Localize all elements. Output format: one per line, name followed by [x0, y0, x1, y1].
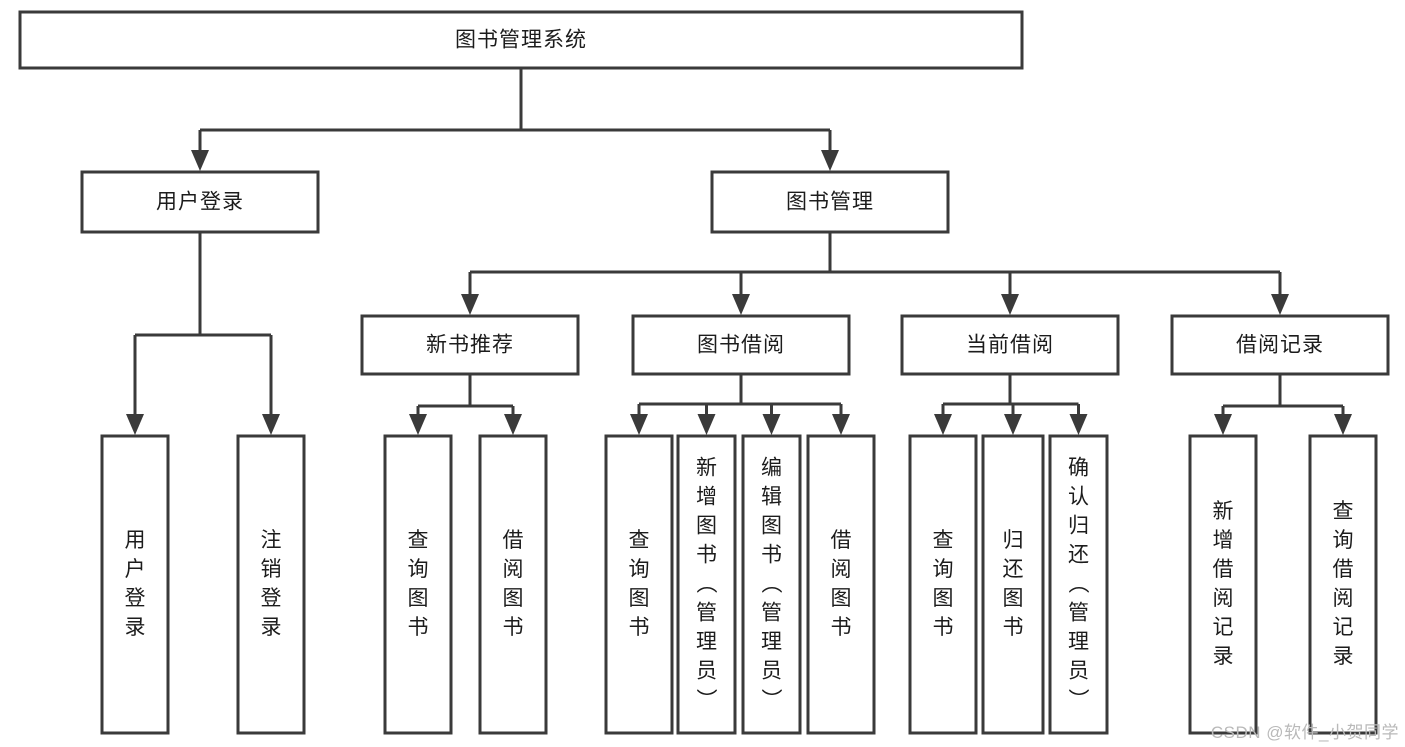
arrow-head-icon	[832, 414, 850, 435]
node-box[interactable]	[80, 170, 320, 234]
node-box[interactable]	[806, 434, 876, 735]
node-borrow[interactable]: 图书借阅	[631, 314, 851, 376]
connector-group-current	[934, 374, 1088, 435]
node-box[interactable]	[981, 434, 1045, 735]
node-box[interactable]	[478, 434, 548, 735]
node-label: 图书管理	[786, 191, 874, 214]
arrow-head-icon	[1334, 414, 1352, 435]
arrow-head-icon	[762, 414, 781, 435]
arrow-head-icon	[732, 294, 750, 315]
node-leaf4[interactable]: 借阅图书	[478, 434, 548, 735]
node-label: 新增图书（管理员）	[696, 457, 718, 712]
node-leaf5[interactable]: 查询图书	[604, 434, 674, 735]
node-leaf8[interactable]: 借阅图书	[806, 434, 876, 735]
node-box[interactable]	[236, 434, 306, 735]
node-label: 用户登录	[125, 529, 146, 639]
node-layer: 图书管理系统用户登录图书管理新书推荐图书借阅当前借阅借阅记录用户登录注销登录查询…	[18, 10, 1390, 735]
arrow-head-icon	[1214, 414, 1232, 435]
connector-group-login	[126, 232, 280, 435]
node-label: 图书借阅	[697, 334, 785, 357]
connector-group-records	[1214, 374, 1352, 435]
node-box[interactable]	[18, 10, 1024, 70]
node-label: 查询图书	[933, 529, 954, 639]
node-label: 图书管理系统	[455, 29, 587, 52]
connector-layer	[126, 68, 1352, 435]
node-label: 借阅图书	[831, 529, 852, 639]
arrow-head-icon	[191, 150, 209, 171]
node-label: 新书推荐	[426, 334, 514, 357]
node-current[interactable]: 当前借阅	[900, 314, 1120, 376]
arrow-head-icon	[821, 150, 839, 171]
arrow-head-icon	[461, 294, 479, 315]
node-box[interactable]	[676, 434, 737, 735]
node-bookmgmt[interactable]: 图书管理	[710, 170, 950, 234]
arrow-head-icon	[697, 414, 716, 435]
node-leaf1[interactable]: 用户登录	[100, 434, 170, 735]
node-leaf7[interactable]: 编辑图书（管理员）	[741, 434, 802, 735]
node-leaf10[interactable]: 归还图书	[981, 434, 1045, 735]
connector-group-root	[191, 68, 839, 171]
node-newbook[interactable]: 新书推荐	[360, 314, 580, 376]
node-label: 用户登录	[156, 191, 244, 214]
node-label: 查询图书	[408, 529, 429, 639]
node-box[interactable]	[604, 434, 674, 735]
node-root[interactable]: 图书管理系统	[18, 10, 1024, 70]
node-login[interactable]: 用户登录	[80, 170, 320, 234]
node-box[interactable]	[1048, 434, 1109, 735]
node-leaf3[interactable]: 查询图书	[383, 434, 453, 735]
node-leaf13[interactable]: 查询借阅记录	[1308, 434, 1378, 735]
node-label: 查询图书	[629, 529, 650, 639]
node-box[interactable]	[1188, 434, 1258, 735]
node-label: 借阅记录	[1236, 334, 1324, 357]
node-records[interactable]: 借阅记录	[1170, 314, 1390, 376]
node-box[interactable]	[741, 434, 802, 735]
node-leaf12[interactable]: 新增借阅记录	[1188, 434, 1258, 735]
node-leaf6[interactable]: 新增图书（管理员）	[676, 434, 737, 735]
connector-group-bookmgmt	[461, 232, 1289, 315]
arrow-head-icon	[504, 414, 522, 435]
arrow-head-icon	[409, 414, 427, 435]
arrow-head-icon	[262, 414, 280, 435]
node-box[interactable]	[710, 170, 950, 234]
node-label: 当前借阅	[966, 334, 1054, 357]
arrow-head-icon	[126, 414, 144, 435]
node-leaf9[interactable]: 查询图书	[908, 434, 978, 735]
node-label: 新增借阅记录	[1213, 500, 1234, 668]
node-leaf11[interactable]: 确认归还（管理员）	[1048, 434, 1109, 735]
node-box[interactable]	[100, 434, 170, 735]
node-label: 注销登录	[261, 529, 282, 639]
node-leaf2[interactable]: 注销登录	[236, 434, 306, 735]
node-label: 借阅图书	[503, 529, 524, 639]
connector-group-newbook	[409, 374, 522, 435]
arrow-head-icon	[1069, 414, 1088, 435]
arrow-head-icon	[1271, 294, 1289, 315]
arrow-head-icon	[1001, 294, 1019, 315]
arrow-head-icon	[630, 414, 648, 435]
csdn-watermark: CSDN @软件_小贺同学	[1210, 723, 1399, 742]
arrow-head-icon	[934, 414, 952, 435]
node-box[interactable]	[900, 314, 1120, 376]
arrow-head-icon	[1004, 414, 1022, 435]
node-label: 归还图书	[1003, 529, 1024, 639]
node-box[interactable]	[383, 434, 453, 735]
node-box[interactable]	[1308, 434, 1378, 735]
node-label: 查询借阅记录	[1333, 500, 1354, 668]
node-box[interactable]	[908, 434, 978, 735]
node-label: 编辑图书（管理员）	[761, 457, 783, 712]
node-box[interactable]	[1170, 314, 1390, 376]
node-box[interactable]	[360, 314, 580, 376]
connector-group-borrow	[630, 374, 850, 435]
node-label: 确认归还（管理员）	[1068, 457, 1090, 712]
node-box[interactable]	[631, 314, 851, 376]
